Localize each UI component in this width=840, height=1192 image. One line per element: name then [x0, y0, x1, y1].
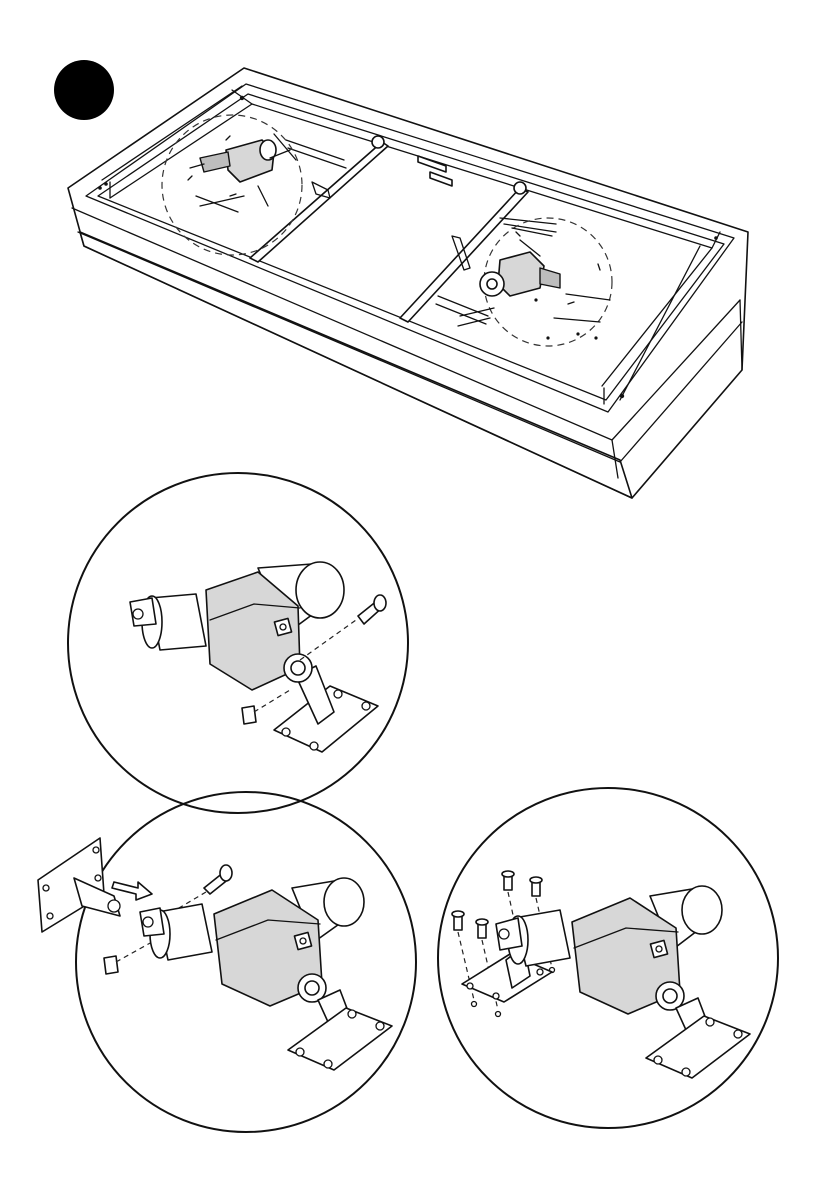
actuator-pin-removal [68, 473, 408, 813]
actuator-bracket-mounting [38, 792, 416, 1132]
step-marker [54, 60, 114, 120]
bed-frame-overview [68, 68, 748, 498]
bracket-screw-fixing [438, 788, 778, 1128]
